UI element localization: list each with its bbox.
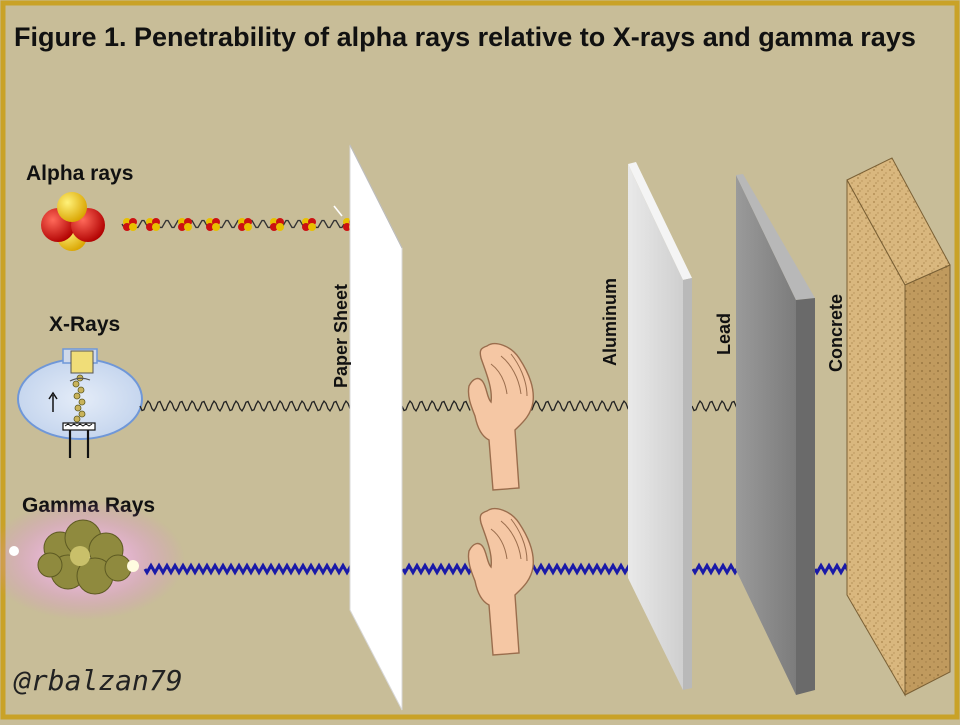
hand-icon xyxy=(467,342,534,491)
alpha-rays-label: Alpha rays xyxy=(26,162,133,185)
alpha-particle-dot xyxy=(270,218,284,231)
lead-barrier xyxy=(736,174,815,695)
gamma-source-icon xyxy=(0,500,185,620)
aluminum-label: Aluminum xyxy=(600,278,620,366)
alpha-particle-dot xyxy=(302,218,316,231)
concrete-label: Concrete xyxy=(826,294,846,372)
alpha-beam xyxy=(121,200,383,248)
lead-label: Lead xyxy=(714,313,734,355)
paper-sheet-label: Paper Sheet xyxy=(331,284,351,388)
concrete-barrier xyxy=(846,157,951,697)
x-rays-label: X-Rays xyxy=(49,313,120,336)
x-ray-wave xyxy=(139,399,749,413)
alpha-particle-dot xyxy=(178,218,192,231)
alpha-particle-icon xyxy=(41,192,105,251)
alpha-particle-dot xyxy=(123,218,137,231)
author-signature: @rbalzan79 xyxy=(13,664,183,697)
aluminum-barrier xyxy=(628,162,692,690)
figure-title: Figure 1. Penetrability of alpha rays re… xyxy=(14,22,916,52)
alpha-particle-dot xyxy=(146,218,160,231)
x-ray-tube-icon xyxy=(17,348,143,458)
alpha-particle-dot xyxy=(238,218,252,231)
gamma-wave xyxy=(143,562,883,576)
paper-sheet-barrier xyxy=(349,144,403,711)
alpha-particle-dot xyxy=(206,218,220,231)
hand-icon xyxy=(467,507,534,656)
